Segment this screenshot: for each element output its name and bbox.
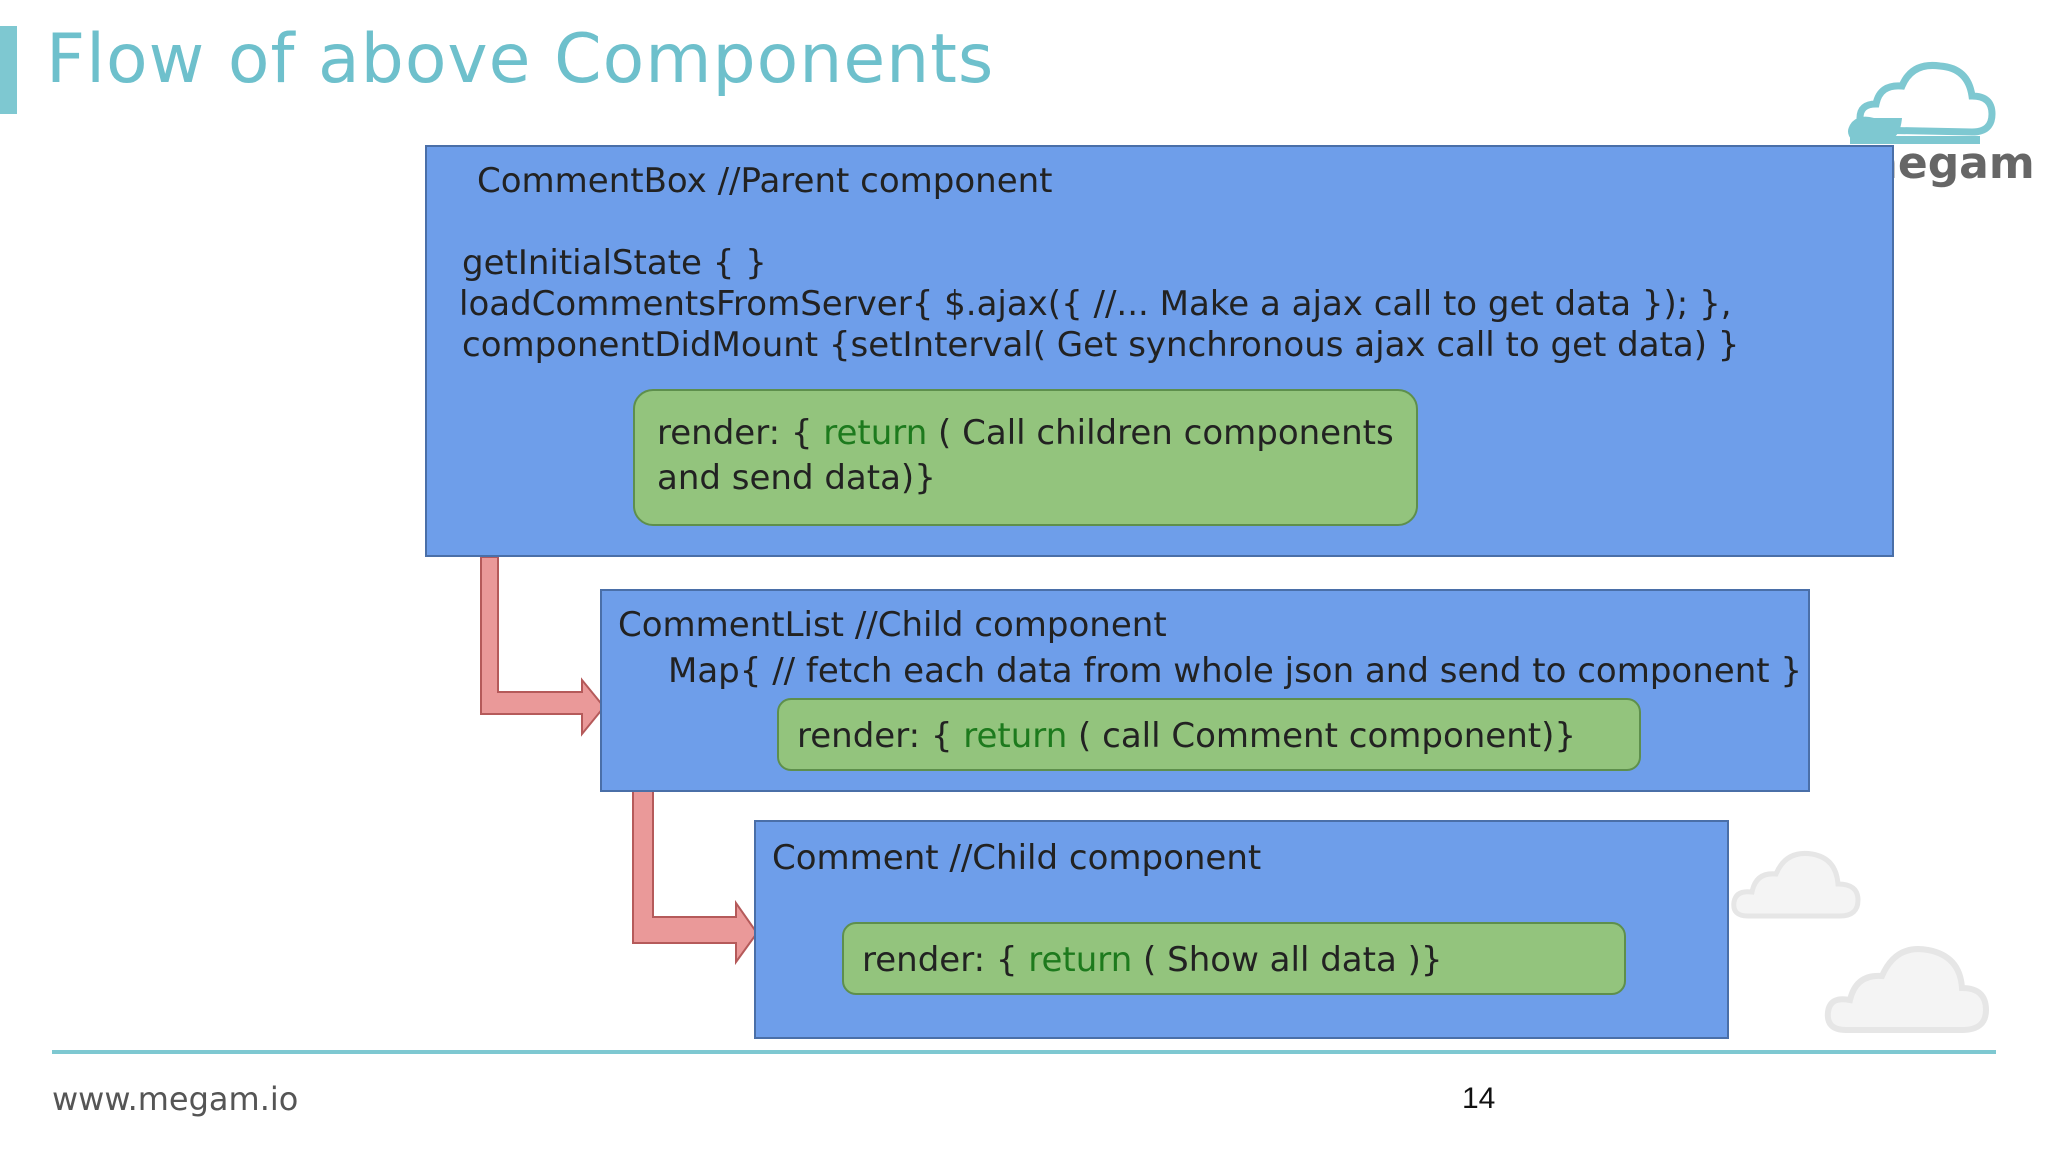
commentbox-render-line2: and send data)} bbox=[657, 458, 936, 498]
cloud-decoration-icon bbox=[1731, 850, 1861, 919]
cloud-decoration-icon bbox=[1824, 946, 1990, 1033]
title-accent-bar bbox=[0, 26, 17, 114]
cloud-logo-icon bbox=[1848, 61, 1996, 144]
comment-component-box: Comment //Child component render: { retu… bbox=[754, 820, 1729, 1039]
comment-render-line: render: { return ( Show all data )} bbox=[862, 940, 1443, 980]
commentbox-line-did-mount: componentDidMount {setInterval( Get sync… bbox=[462, 325, 1740, 365]
page-number: 14 bbox=[1462, 1082, 1496, 1115]
commentlist-map-line: Map{ // fetch each data from whole json … bbox=[668, 651, 1803, 691]
arrow-commentbox-to-commentlist bbox=[480, 556, 606, 737]
commentbox-render-line1: render: { return ( Call children compone… bbox=[657, 413, 1394, 453]
commentlist-render-line: render: { return ( call Comment componen… bbox=[797, 716, 1576, 756]
commentbox-render-box: render: { return ( Call children compone… bbox=[633, 389, 1418, 526]
commentlist-header: CommentList //Child component bbox=[618, 605, 1167, 645]
commentbox-header: CommentBox //Parent component bbox=[477, 161, 1053, 201]
slide-title: Flow of above Components bbox=[46, 20, 995, 99]
render-suffix: ( call Comment component)} bbox=[1067, 716, 1576, 756]
render-suffix: ( Show all data )} bbox=[1132, 940, 1443, 980]
commentbox-component-box: CommentBox //Parent component getInitial… bbox=[425, 145, 1894, 557]
render-prefix: render: { bbox=[797, 716, 964, 756]
comment-render-box: render: { return ( Show all data )} bbox=[842, 922, 1626, 995]
footer-url: www.megam.io bbox=[52, 1080, 299, 1118]
render-keyword: return bbox=[1028, 940, 1133, 980]
comment-header: Comment //Child component bbox=[772, 838, 1262, 878]
render-prefix: render: { bbox=[862, 940, 1029, 980]
render-suffix: ( Call children components bbox=[927, 413, 1394, 453]
render-keyword: return bbox=[963, 716, 1068, 756]
render-keyword: return bbox=[823, 413, 928, 453]
commentbox-line-initial-state: getInitialState { } bbox=[462, 243, 767, 283]
commentlist-component-box: CommentList //Child component Map{ // fe… bbox=[600, 589, 1810, 792]
render-prefix: render: { bbox=[657, 413, 824, 453]
commentlist-render-box: render: { return ( call Comment componen… bbox=[777, 698, 1641, 771]
arrow-commentlist-to-comment bbox=[632, 786, 759, 966]
footer-divider bbox=[52, 1050, 1996, 1054]
commentbox-line-load-comments: loadCommentsFromServer{ $.ajax({ //... M… bbox=[459, 284, 1732, 324]
